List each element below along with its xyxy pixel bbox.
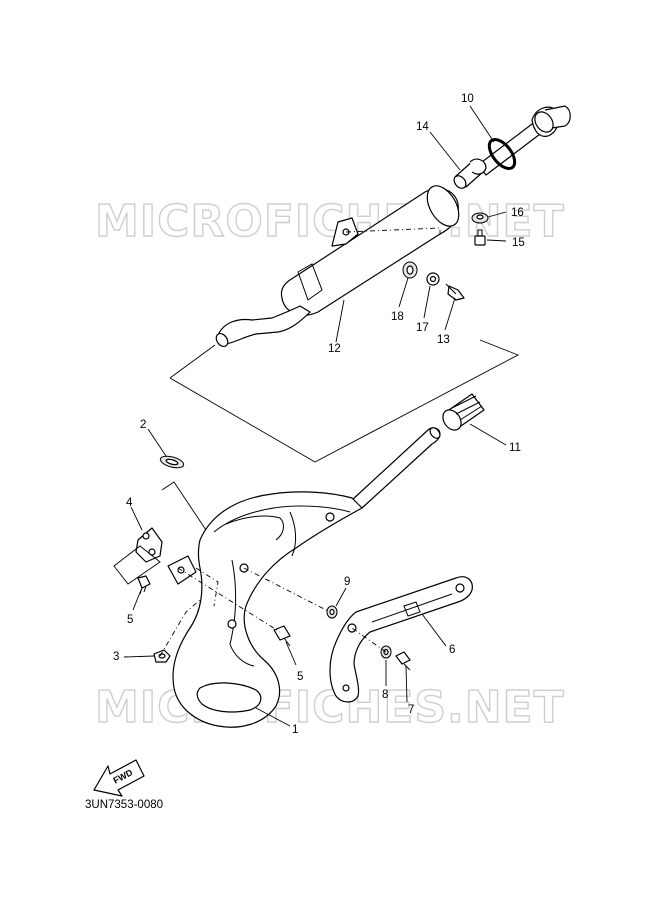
silencer-joint-part-11: [442, 393, 485, 431]
callout-11: 11: [509, 442, 521, 454]
bolt-part-15: [474, 229, 486, 246]
leader-lines: [123, 105, 507, 727]
callout-9: 9: [344, 576, 350, 588]
insert-pipe-part-14: [453, 158, 487, 189]
assembly-line-mount: [345, 227, 441, 238]
callout-7: 7: [408, 704, 414, 716]
callout-12: 12: [328, 343, 341, 355]
callout-5-right: 5: [297, 671, 303, 683]
nut-part-3: [153, 649, 171, 663]
protector-part-6: [329, 576, 473, 703]
bolt-part-7: [395, 651, 411, 671]
callout-14: 14: [416, 121, 429, 133]
watermark-top: MICROFICHES.NET: [95, 196, 565, 247]
gasket-part-2: [159, 455, 185, 469]
fwd-arrow-icon: FWD: [93, 759, 145, 797]
collar-part-17: [426, 272, 440, 286]
callout-13: 13: [437, 334, 450, 346]
bolt-part-13: [445, 283, 465, 301]
callout-4: 4: [126, 497, 133, 509]
assembly-line-washer-8: [351, 627, 387, 653]
callout-2: 2: [140, 419, 146, 431]
callout-6: 6: [449, 644, 455, 656]
assembly-line-bracket: [195, 567, 219, 607]
callout-18: 18: [391, 311, 404, 323]
o-ring-part-10: [487, 138, 517, 170]
callout-3: 3: [113, 651, 119, 663]
callout-10: 10: [461, 93, 474, 105]
assembly-line-silencer-left: [169, 344, 216, 379]
callout-16: 16: [511, 207, 524, 219]
assembly-line-bracket-box: [113, 545, 161, 585]
assembly-line-silencer-bottom: [169, 339, 520, 463]
callout-15: 15: [512, 237, 525, 249]
assembly-line-washer-9: [243, 567, 331, 613]
callout-numbers: 10 14 16 15 18 17 13 12 11 2 4 5 5 9 6 8…: [113, 93, 525, 736]
washer-part-9: [326, 605, 338, 619]
expansion-chamber-part-1: [167, 427, 441, 728]
assembly-line-gasket: [161, 481, 207, 531]
silencer-part-12: [215, 185, 460, 348]
grommet-part-18: [402, 261, 418, 279]
diagram-code: 3UN7353-0080: [85, 799, 163, 811]
callout-17: 17: [416, 322, 429, 334]
assembly-line-nut-3: [159, 599, 201, 657]
washer-part-16: [471, 212, 489, 224]
callout-1: 1: [292, 724, 298, 736]
bolt-part-5b: [273, 625, 291, 647]
watermark-bottom: MICROFICHES.NET: [95, 682, 565, 733]
callout-5-left: 5: [127, 614, 133, 626]
bolt-part-5a: [137, 575, 151, 595]
assembly-line-bolt-5b: [177, 567, 281, 633]
callout-8: 8: [382, 689, 388, 701]
bracket-part-4: [135, 527, 163, 563]
